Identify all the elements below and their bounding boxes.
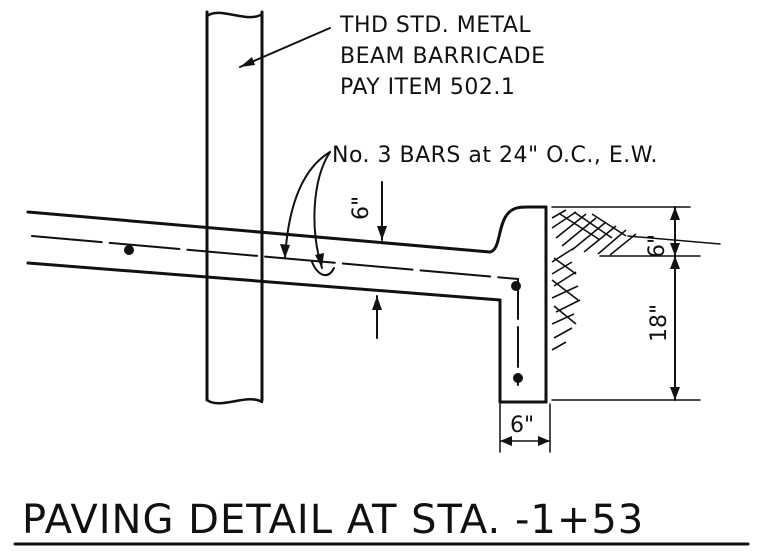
paving-slab bbox=[26, 205, 548, 404]
rebar bbox=[31, 235, 523, 386]
rebar-dot-slab bbox=[124, 245, 134, 255]
curb-height-dimensions: 6" 18" bbox=[551, 206, 721, 401]
barricade-note-line3: PAY ITEM 502.1 bbox=[340, 75, 515, 100]
curb-top-label: 6" bbox=[645, 234, 670, 258]
barricade-note-line1: THD STD. METAL bbox=[339, 13, 531, 38]
curb-width-dimension: 6" bbox=[499, 403, 551, 453]
barricade-leader bbox=[239, 27, 331, 68]
slab-thickness-label: 6" bbox=[349, 196, 374, 220]
curb-width-label: 6" bbox=[510, 413, 534, 438]
barricade-note-line2: BEAM BARRICADE bbox=[340, 44, 545, 69]
drawing-title: PAVING DETAIL AT STA. -1+53 bbox=[22, 497, 644, 543]
rebar-note: No. 3 BARS at 24" O.C., E.W. bbox=[332, 143, 658, 168]
soil-hatching bbox=[551, 209, 637, 351]
slab-thickness-dimension: 6" bbox=[349, 181, 387, 339]
barricade-post bbox=[205, 10, 264, 405]
rebar-leaders bbox=[280, 151, 331, 269]
rebar-dot-curb-top bbox=[511, 281, 521, 291]
curb-depth-label: 18" bbox=[647, 304, 672, 342]
rebar-dot-curb-bottom bbox=[513, 373, 523, 383]
